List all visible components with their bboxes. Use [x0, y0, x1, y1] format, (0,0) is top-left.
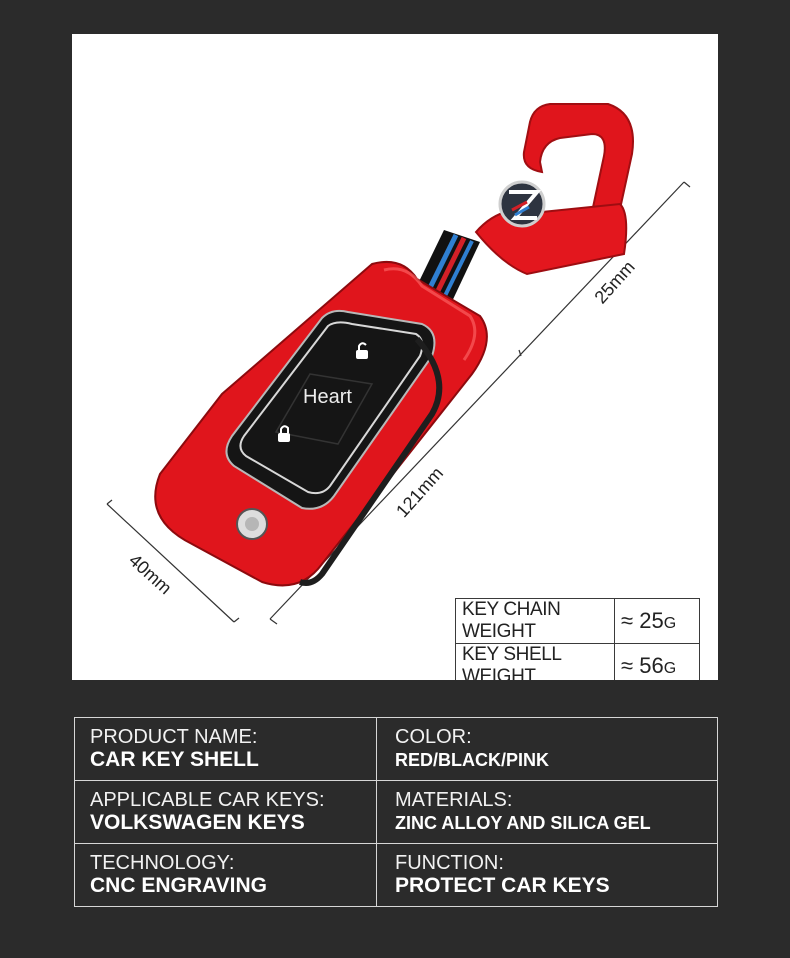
weight-value: ≈ 56G	[614, 643, 700, 680]
technology-cell: TECHNOLOGY: CNC ENGRAVING	[74, 843, 377, 907]
specs-row: TECHNOLOGY: CNC ENGRAVING FUNCTION: PROT…	[74, 843, 718, 907]
key-chain	[474, 103, 634, 276]
product-name-cell: PRODUCT NAME: CAR KEY SHELL	[74, 717, 377, 781]
color-cell: COLOR: RED/BLACK/PINK	[376, 717, 718, 781]
weight-row: KEY SHELL WEIGHT ≈ 56G	[455, 643, 700, 680]
applicable-keys-cell: APPLICABLE CAR KEYS: VOLKSWAGEN KEYS	[74, 780, 377, 844]
specs-row: APPLICABLE CAR KEYS: VOLKSWAGEN KEYS MAT…	[74, 780, 718, 844]
brand-engraving: Heart	[303, 386, 352, 408]
materials-cell: MATERIALS: ZINC ALLOY AND SILICA GEL	[376, 780, 718, 844]
function-cell: FUNCTION: PROTECT CAR KEYS	[376, 843, 718, 907]
key-shell-illustration	[106, 103, 691, 625]
weight-table: KEY CHAIN WEIGHT ≈ 25G KEY SHELL WEIGHT …	[455, 598, 700, 680]
weight-label: KEY SHELL WEIGHT	[455, 643, 615, 680]
weight-label: KEY CHAIN WEIGHT	[455, 598, 615, 644]
weight-value: ≈ 25G	[614, 598, 700, 644]
product-photo: 40mm 121mm 25mm Heart KEY CHAIN WEIGHT ≈…	[72, 34, 718, 680]
width-dimension-line	[106, 503, 235, 623]
lock-button-icon	[278, 342, 368, 442]
specs-row: PRODUCT NAME: CAR KEY SHELL COLOR: RED/B…	[74, 717, 718, 781]
key-shell	[154, 260, 488, 587]
specs-table: PRODUCT NAME: CAR KEY SHELL COLOR: RED/B…	[74, 717, 718, 907]
weight-row: KEY CHAIN WEIGHT ≈ 25G	[455, 598, 700, 644]
